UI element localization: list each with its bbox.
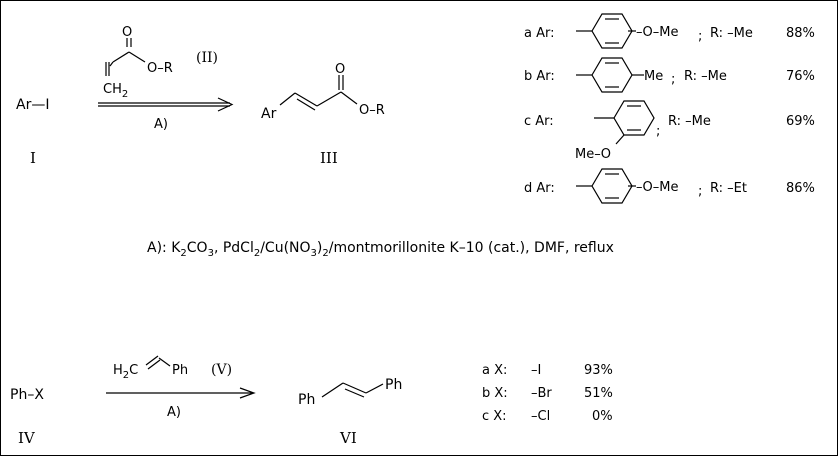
conditions-a-line: A): K2CO3, PdCl2/Cu(NO3)2/montmorillonit… xyxy=(147,240,614,259)
halide-c-entry: c X: xyxy=(482,409,507,424)
row-a-separator: ; xyxy=(698,29,702,44)
row-c-ring xyxy=(594,100,655,145)
reagent-h2c: H2C xyxy=(113,363,138,381)
conditions-ref-a-2: A) xyxy=(167,405,181,420)
halide-a-entry: a X: xyxy=(482,363,507,378)
reagent-ester-or: O–R xyxy=(147,61,173,76)
row-c-group: Me–O xyxy=(575,147,611,162)
reagent-acrylate-structure xyxy=(105,38,146,76)
row-d-r: R: –Et xyxy=(710,181,747,196)
halide-b-group: –Br xyxy=(531,386,552,401)
row-a-ring xyxy=(576,13,636,49)
row-d-entry: d Ar: xyxy=(524,181,555,196)
row-b-group: Me xyxy=(644,69,663,84)
reagent-carbonyl-o: O xyxy=(122,25,132,40)
halide-a-group: –I xyxy=(531,363,541,378)
row-a-yield: 88% xyxy=(786,26,815,41)
reagent-numeral-v: (V) xyxy=(211,362,232,378)
halide-row-b: b X: –Br 51% xyxy=(482,386,613,401)
product-cinnamate-structure xyxy=(279,75,358,111)
product-ph-left: Ph xyxy=(298,392,315,408)
product-numeral-iii: III xyxy=(320,149,338,167)
halide-b-entry: b X: xyxy=(482,386,508,401)
product-ester-or: O–R xyxy=(359,103,385,118)
row-b-entry: b Ar: xyxy=(524,69,555,84)
reagent-styrene-bonds xyxy=(145,355,171,370)
product-ar: Ar xyxy=(261,106,277,122)
substituent-row-c: c Ar: Me–O ; R: –Me 69% xyxy=(524,100,815,162)
row-b-ring xyxy=(576,57,644,93)
reactant-numeral-i: I xyxy=(30,149,36,167)
product-numeral-vi: VI xyxy=(339,429,357,447)
halide-c-group: –Cl xyxy=(531,409,550,424)
product-carbonyl-o: O xyxy=(335,62,345,77)
row-c-separator: ; xyxy=(656,124,660,139)
halide-row-a: a X: –I 93% xyxy=(482,363,613,378)
row-c-yield: 69% xyxy=(786,114,815,129)
substituent-row-d: d Ar: –O–Me ; R: –Et 86% xyxy=(524,168,815,204)
reactant-ar-i: Ar—I xyxy=(16,97,49,113)
row-a-entry: a Ar: xyxy=(524,26,555,41)
halide-b-yield: 51% xyxy=(584,386,613,401)
row-a-r: R: –Me xyxy=(710,26,753,41)
product-ph-right: Ph xyxy=(385,377,402,393)
row-b-separator: ; xyxy=(671,72,675,87)
conditions-ref-a-1: A) xyxy=(154,117,168,132)
row-a-group: –O–Me xyxy=(636,25,678,40)
reaction-arrow-2 xyxy=(106,387,256,399)
halide-a-yield: 93% xyxy=(584,363,613,378)
substituent-row-a: a Ar: –O–Me ; R: –Me 88% xyxy=(524,13,815,49)
product-stilbene-bonds xyxy=(321,382,384,398)
reaction-arrow-1 xyxy=(98,97,234,112)
halide-c-yield: 0% xyxy=(592,409,613,424)
row-d-separator: ; xyxy=(698,184,702,199)
reactant-numeral-iv: IV xyxy=(18,429,36,447)
row-c-r: R: –Me xyxy=(668,114,711,129)
reagent-ph: Ph xyxy=(172,363,188,378)
row-c-entry: c Ar: xyxy=(524,114,554,129)
reactant-ph-x: Ph–X xyxy=(10,387,44,403)
substituent-row-b: b Ar: Me ; R: –Me 76% xyxy=(524,57,815,93)
row-b-r: R: –Me xyxy=(684,69,727,84)
halide-row-c: c X: –Cl 0% xyxy=(482,409,613,424)
reagent-numeral-ii: (II) xyxy=(196,50,218,66)
row-d-ring xyxy=(576,168,636,204)
row-b-yield: 76% xyxy=(786,69,815,84)
row-d-group: –O–Me xyxy=(636,180,678,195)
reagent-ch2: CH2 xyxy=(103,82,128,100)
row-d-yield: 86% xyxy=(786,181,815,196)
